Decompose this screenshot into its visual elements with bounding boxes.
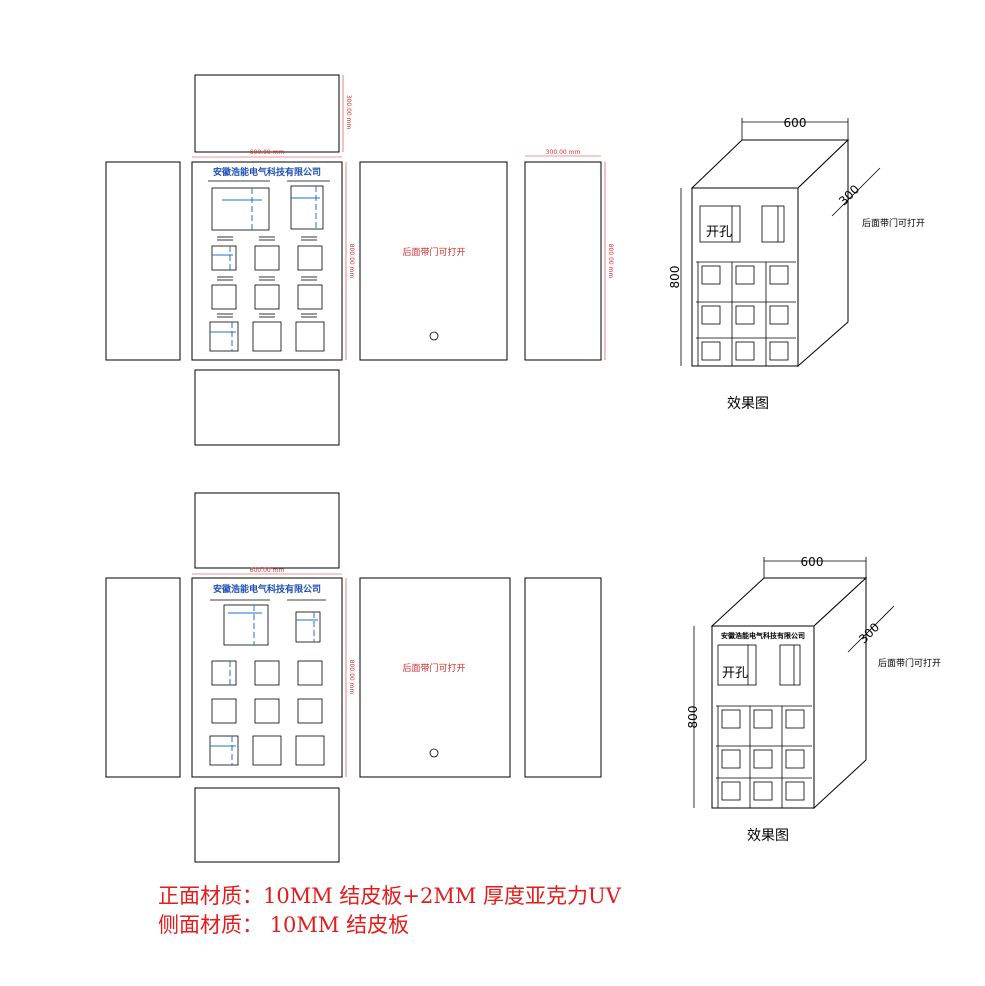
- hole-label: 开孔: [722, 666, 748, 681]
- company-name: 安徽浩能电气科技有限公司: [213, 166, 321, 178]
- unfold-sheet-2: 600.00 mm 800.00 mm 安徽浩能电气科技有限公司 后面带门可打开: [105, 492, 602, 863]
- iso-caption: 效果图: [727, 396, 769, 412]
- hole-label: 开孔: [706, 225, 732, 240]
- right-side-panel: [524, 577, 602, 778]
- iso-height-label: 800: [686, 706, 700, 729]
- iso-side-note: 后面带门可打开: [862, 217, 925, 229]
- breaker-window: [254, 660, 280, 686]
- breaker-window: [254, 245, 280, 271]
- breaker-row-1: [211, 236, 323, 271]
- width-dimension: 600.00 mm: [250, 149, 285, 156]
- iso-view-1: 600 300 800 后面带门可打开 开孔 效果图: [668, 116, 925, 412]
- back-door-note: 后面带门可打开: [402, 662, 465, 674]
- breaker-window: [252, 321, 282, 352]
- side-material-note: 侧面材质： 10MM 结皮板: [158, 913, 409, 937]
- breaker-window: [295, 735, 325, 766]
- iso-breaker-grid: [696, 261, 796, 366]
- breaker-window: [211, 284, 237, 310]
- breaker-window: [252, 735, 282, 766]
- breaker-window: [295, 321, 325, 352]
- right-side-panel: [524, 161, 602, 361]
- side-material-label: 侧面材质：: [158, 913, 263, 937]
- top-panel: [194, 492, 340, 569]
- side-height-dimension: 800.00 mm: [607, 244, 614, 279]
- front-material-note: 正面材质：10MM 结皮板+2MM 厚度亚克力UV: [158, 884, 621, 908]
- breaker-window: [297, 245, 323, 271]
- front-material-value: 10MM 结皮板+2MM 厚度亚克力UV: [263, 884, 621, 908]
- meter-window-large: [223, 604, 269, 646]
- iso-breaker-grid: [716, 705, 812, 808]
- back-panel: [359, 577, 511, 778]
- iso-width-label: 600: [784, 116, 807, 130]
- front-panel: [191, 161, 343, 361]
- breaker-window: [209, 321, 239, 352]
- iso-width-label: 600: [801, 555, 824, 569]
- bottom-panel: [194, 787, 340, 863]
- breaker-window: [211, 698, 237, 724]
- iso-view-2: 600 300 800 后面带门可打开 安徽浩能电气科技有限公司 开孔: [686, 555, 941, 844]
- door-lock-hole: [429, 748, 439, 758]
- breaker-row-3: [209, 313, 325, 352]
- height-dimension: 800.00 mm: [348, 244, 355, 279]
- front-material-label: 正面材质：: [158, 884, 263, 908]
- breaker-window: [211, 660, 237, 686]
- breaker-window: [211, 245, 237, 271]
- bottom-panel: [194, 369, 340, 446]
- breaker-window: [297, 660, 323, 686]
- iso-caption: 效果图: [747, 828, 789, 844]
- top-panel: [194, 74, 340, 153]
- back-door-note: 后面带门可打开: [402, 246, 465, 258]
- side-depth-dimension: 300.00 mm: [546, 149, 581, 156]
- unfold-sheet-1: 300.00 mm 600.00 mm 800.00 mm 300.00 mm …: [105, 74, 614, 446]
- side-material-value: 10MM 结皮板: [269, 913, 410, 937]
- company-name: 安徽浩能电气科技有限公司: [213, 583, 321, 595]
- breaker-window: [254, 698, 280, 724]
- iso-front-face: [691, 187, 799, 367]
- breaker-window: [297, 284, 323, 310]
- left-side-panel: [105, 161, 181, 361]
- iso-side-note: 后面带门可打开: [878, 657, 941, 669]
- height-dimension: 800.00 mm: [348, 660, 355, 695]
- meter-window-large: [211, 187, 270, 231]
- breaker-window: [209, 735, 239, 766]
- width-dimension: 600.00 mm: [250, 567, 285, 574]
- iso-height-label: 800: [668, 266, 682, 289]
- meter-window-small: [295, 611, 321, 643]
- breaker-window: [297, 698, 323, 724]
- iso-company-name: 安徽浩能电气科技有限公司: [721, 631, 805, 640]
- breaker-row-2: [211, 276, 323, 310]
- left-side-panel: [105, 577, 181, 778]
- iso-front-face: [711, 625, 815, 809]
- back-panel: [359, 161, 508, 361]
- meter-window-small: [290, 185, 324, 230]
- breaker-window: [254, 284, 280, 310]
- depth-dimension: 300.00 mm: [345, 95, 352, 130]
- door-lock-hole: [429, 331, 439, 341]
- front-panel: [191, 577, 343, 778]
